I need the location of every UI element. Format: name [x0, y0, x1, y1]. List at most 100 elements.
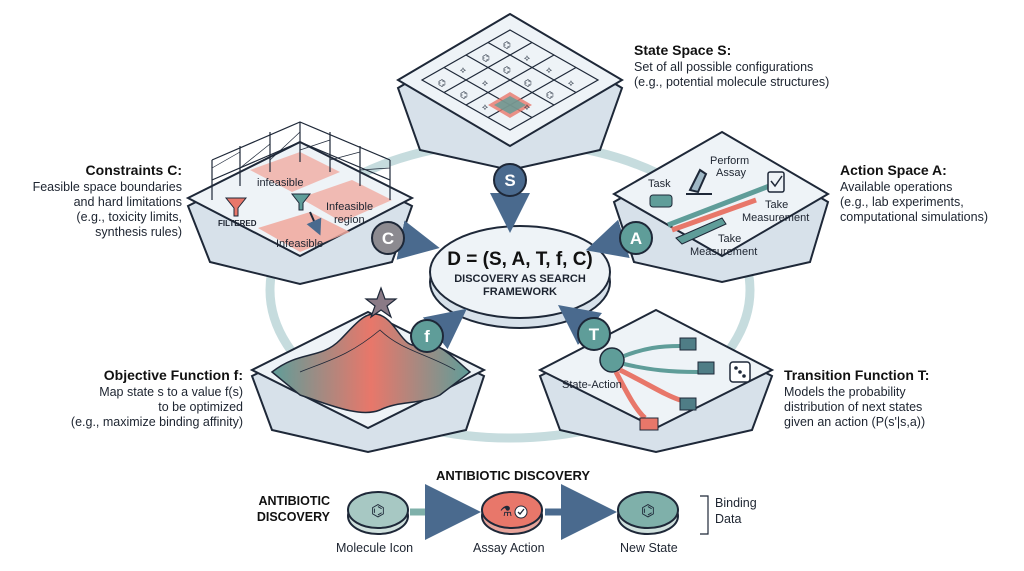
example-side-label-1: ANTIBIOTIC: [258, 494, 330, 508]
infeasible-region-label-2: region: [334, 214, 365, 226]
action-space-platform: [611, 130, 830, 284]
step-label-new-state: New State: [620, 541, 678, 555]
svg-text:⌬: ⌬: [460, 90, 468, 100]
filter-funnel-icon: [224, 197, 248, 217]
next-state-box-4: [639, 417, 659, 431]
center-formula: D = (S, A, T, f, C): [447, 249, 593, 270]
transition-desc-2: distribution of next states: [784, 400, 923, 414]
transition-arrow-2: [623, 362, 699, 374]
molecule-icon: ⌬: [371, 503, 385, 520]
state-space-desc-2: (e.g., potential molecule structures): [634, 75, 830, 89]
pipette-icon: [675, 217, 727, 245]
objective-desc-3: (e.g., maximize binding affinity): [70, 415, 243, 429]
badge-f: f: [410, 319, 444, 353]
peak-star-icon: [364, 286, 398, 319]
fence: [211, 121, 391, 200]
constraints-desc-3: (e.g., toxicity limits,: [76, 210, 182, 224]
transition-arrow-1: [623, 344, 681, 358]
svg-text:⌬: ⌬: [482, 53, 490, 63]
transition-arrow-4: [613, 370, 647, 420]
step-label-assay: Assay Action: [473, 541, 545, 555]
take-label-2a: Take: [718, 233, 741, 245]
down-arrow-icon: [306, 211, 322, 236]
svg-text:⟡: ⟡: [482, 78, 488, 88]
svg-text:A: A: [630, 229, 642, 248]
svg-text:⟡: ⟡: [546, 65, 552, 75]
task-to-measure-arrow: [667, 182, 773, 228]
microscope-icon: [686, 168, 712, 195]
next-state-box-1: [679, 337, 697, 351]
next-state-box-2: [697, 361, 715, 375]
transition-arrow-3: [618, 367, 681, 403]
result-bracket: [700, 495, 709, 535]
action-space-desc-1: Available operations: [840, 180, 953, 194]
transition-platform: [537, 308, 775, 454]
action-space-desc-3: computational simulations): [840, 210, 988, 224]
constraints-desc-4: synthesis rules): [95, 225, 182, 239]
infeasible-label-top: infeasible: [257, 177, 303, 189]
example-side-label-2: DISCOVERY: [256, 510, 330, 524]
transition-title: Transition Function T:: [784, 367, 930, 383]
badge-s: S: [493, 163, 527, 197]
objective-desc-2: to be optimized: [158, 400, 243, 414]
constraints-title: Constraints C:: [85, 162, 182, 178]
svg-text:⌬: ⌬: [438, 78, 446, 88]
objective-title: Objective Function f:: [103, 367, 243, 383]
svg-text:f: f: [424, 327, 430, 346]
svg-text:⟡: ⟡: [482, 102, 488, 112]
svg-text:⌬: ⌬: [546, 90, 554, 100]
next-state-box-3: [679, 397, 697, 411]
result-label-2: Data: [715, 512, 742, 526]
constraints-desc-2: and hard limitations: [73, 195, 182, 209]
svg-text:T: T: [589, 325, 600, 344]
filter-funnel-icon-2: [290, 193, 312, 211]
example-title: ANTIBIOTIC DISCOVERY: [436, 468, 591, 483]
svg-text:C: C: [382, 229, 394, 248]
infeasible-label-bottom: Infeasible: [276, 238, 323, 250]
svg-text:⌬: ⌬: [524, 78, 532, 88]
infeasible-zone-bottom: [258, 212, 350, 252]
infeasible-zone-mid: [300, 180, 392, 222]
perform-label-1: Perform: [710, 155, 749, 167]
filtered-label: FILTERED: [218, 219, 257, 228]
svg-text:⟡: ⟡: [524, 53, 530, 63]
infeasible-zone-top: [250, 152, 340, 192]
example-strip: ⌬ ⚗ ⌬: [347, 484, 709, 540]
task-tubes-icon: [649, 194, 673, 208]
state-action-node: [599, 347, 625, 373]
perform-label-2: Assay: [716, 167, 746, 179]
step-label-molecule: Molecule Icon: [336, 541, 414, 555]
center-line2: FRAMEWORK: [483, 286, 557, 298]
take-label-1a: Take: [765, 199, 788, 211]
badge-t: T: [577, 317, 611, 351]
measure-to-task-arrow: [671, 197, 757, 233]
action-space-desc-2: (e.g., lab experiments,: [840, 195, 964, 209]
task-label: Task: [648, 178, 671, 190]
clipboard-icon: [767, 171, 785, 193]
badge-c: C: [371, 221, 405, 255]
svg-text:S: S: [504, 171, 515, 190]
svg-text:⟡: ⟡: [524, 102, 530, 112]
transition-desc-3: given an action (P(s'|s,a)): [784, 415, 926, 429]
svg-text:⌬: ⌬: [503, 65, 511, 75]
take-label-1b: Measurement: [742, 212, 809, 224]
svg-text:⟡: ⟡: [460, 65, 466, 75]
constraints-platform: [185, 121, 415, 286]
action-space-title: Action Space A:: [840, 162, 947, 178]
state-space-title: State Space S:: [634, 42, 732, 58]
svg-text:⟡: ⟡: [568, 78, 574, 88]
infeasible-region-label-1: Infeasible: [326, 201, 373, 213]
badge-a: A: [619, 221, 653, 255]
transition-desc-1: Models the probability: [784, 385, 906, 399]
objective-desc-1: Map state s to a value f(s): [99, 385, 243, 399]
state-space-platform: ⌬ ⟡ ⌬ ⟡ ⌬ ⟡ ⌬ ⟡ ⌬ ⟡ ⌬ ⌬ ⟡ ⟡: [396, 12, 624, 172]
constraints-desc-1: Feasible space boundaries: [32, 180, 182, 194]
state-space-desc-1: Set of all possible configurations: [634, 60, 814, 74]
objective-platform: [249, 286, 487, 454]
result-label-1: Binding: [715, 496, 757, 510]
molecule-glyphs: ⌬ ⟡ ⌬ ⟡ ⌬ ⟡ ⌬ ⟡ ⌬ ⟡ ⌬ ⌬ ⟡ ⟡: [438, 40, 574, 112]
flask-icon: ⚗: [500, 503, 513, 519]
svg-text:⌬: ⌬: [503, 40, 511, 50]
center-line1: DISCOVERY AS SEARCH: [454, 273, 586, 285]
